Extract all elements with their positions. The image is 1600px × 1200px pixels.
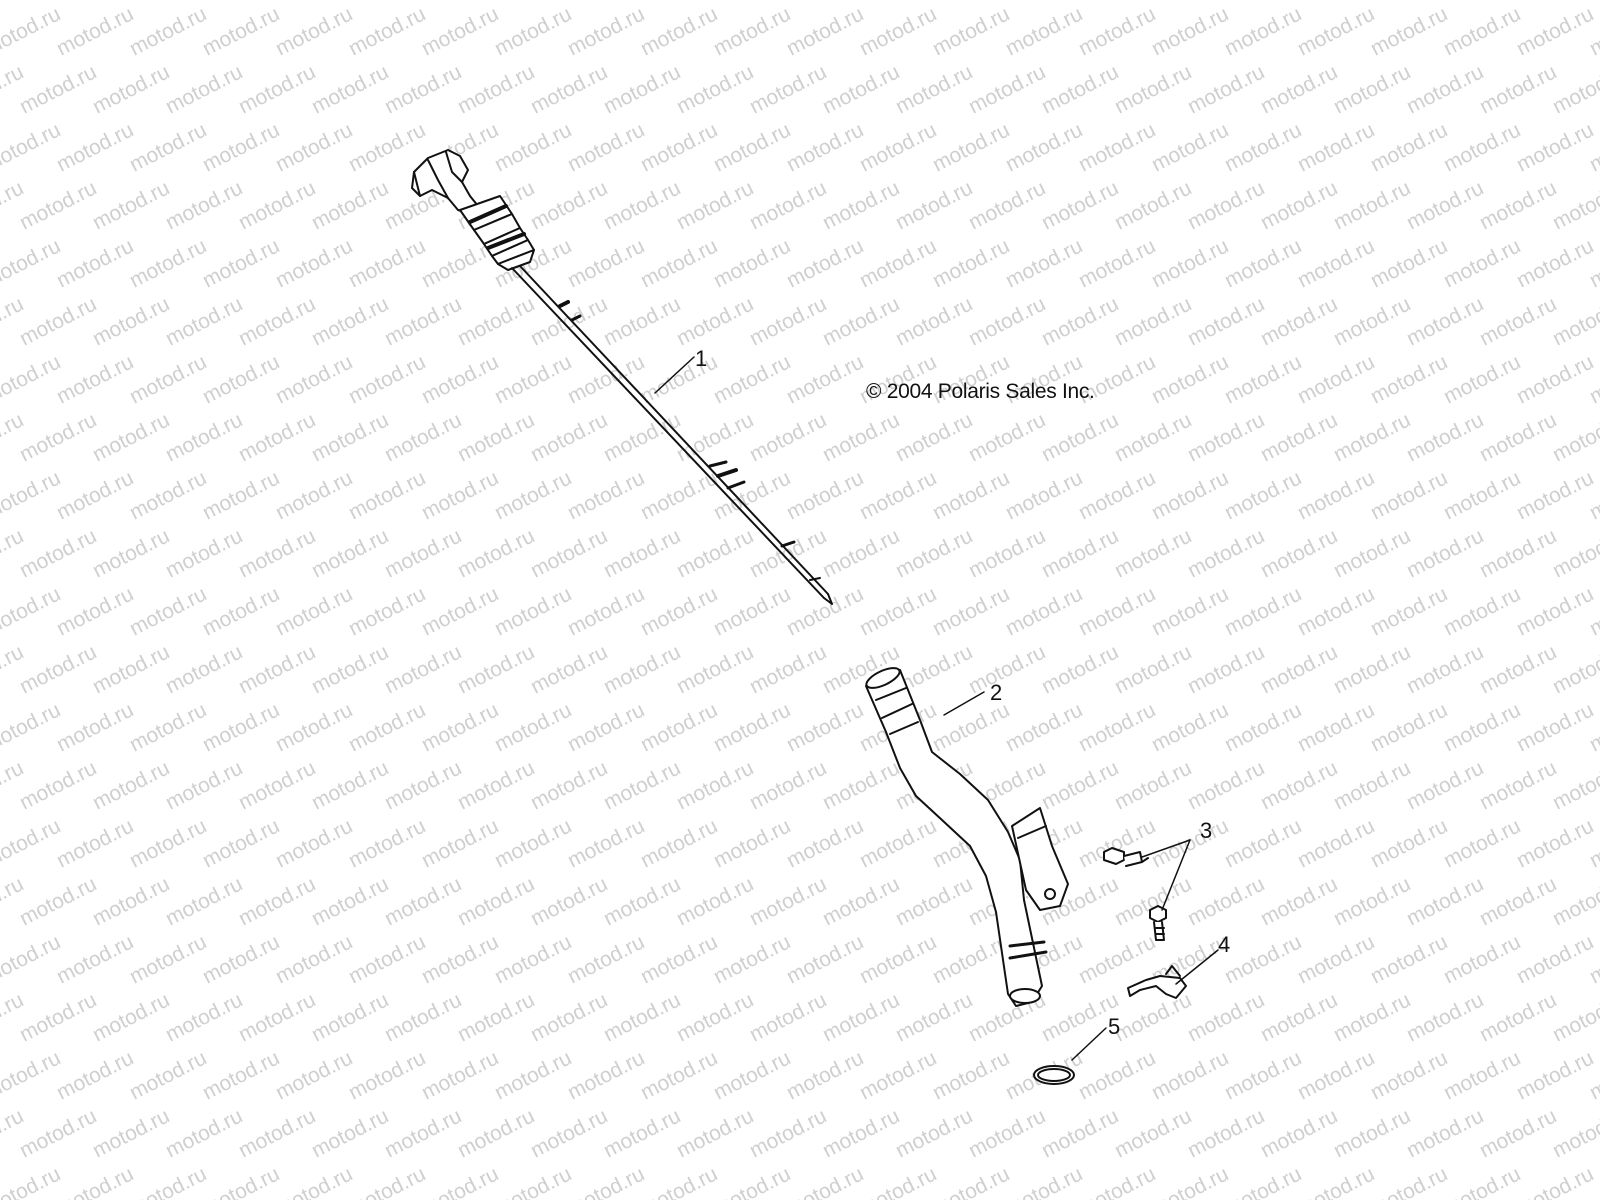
leader-line-4 <box>1175 949 1219 985</box>
leader-line-3b <box>1161 839 1191 911</box>
dipstick-tube-part <box>865 667 1069 1007</box>
leader-lines <box>654 356 1219 1061</box>
callout-3: 3 <box>1200 818 1213 843</box>
callout-4: 4 <box>1218 932 1231 957</box>
callout-2: 2 <box>990 680 1003 705</box>
callout-1: 1 <box>695 346 708 371</box>
leader-line-2 <box>943 691 985 716</box>
leader-line-5 <box>1071 1027 1107 1061</box>
callout-5: 5 <box>1108 1014 1121 1039</box>
bolts-part <box>1103 847 1167 941</box>
dipstick-part <box>411 149 833 605</box>
leader-line-3a <box>1141 839 1191 858</box>
leader-line-1 <box>654 356 695 394</box>
clip-part <box>1127 965 1187 999</box>
o-ring-part <box>1033 1065 1075 1085</box>
copyright-notice: © 2004 Polaris Sales Inc. <box>866 380 1095 403</box>
